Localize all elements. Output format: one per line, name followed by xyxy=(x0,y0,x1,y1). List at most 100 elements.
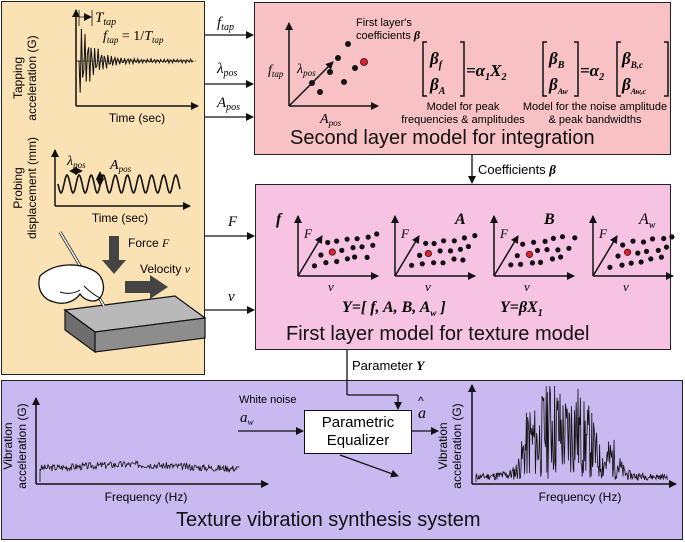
right-spectrum-ylabel-2: acceleration (G) xyxy=(450,403,464,488)
force-arrow xyxy=(102,236,126,274)
mini-plot-point xyxy=(658,254,665,260)
mini-plot-point xyxy=(440,260,446,266)
mini-plot-point xyxy=(437,248,443,254)
second-point xyxy=(309,80,315,86)
mini-plot-point xyxy=(559,234,566,240)
second-point xyxy=(341,79,347,85)
force-label: Force F xyxy=(128,236,170,250)
second-layer-title: Second layer model for integration xyxy=(290,127,595,149)
mini-plot-point xyxy=(529,260,536,266)
mini-plot-f-label: F xyxy=(303,226,313,241)
eq2-bracket-right xyxy=(574,41,579,97)
eq1-beta-f: βf xyxy=(429,49,444,71)
mini-plot-point xyxy=(352,254,358,260)
mini-plot-point xyxy=(472,233,478,239)
mini-plot-point xyxy=(447,248,454,254)
mini-plot-point xyxy=(566,245,572,251)
second-point xyxy=(352,65,358,71)
probing-ylabel-1: Probing xyxy=(11,167,25,208)
mini-plot-point xyxy=(628,260,634,266)
tapping-xlabel: Time (sec) xyxy=(109,111,165,125)
parametric-equalizer-box: Parametric Equalizer xyxy=(304,410,412,454)
left-spectrum-xlabel: Frequency (Hz) xyxy=(105,490,188,504)
eq1-beta-a: βA xyxy=(429,75,446,97)
mini-plot-point xyxy=(364,254,370,260)
mini-plot-v-label: v xyxy=(524,279,530,294)
second-layer-panel xyxy=(254,2,671,155)
synthesized-spectrum xyxy=(475,385,668,482)
second-point xyxy=(317,89,323,95)
eq2-rhs: =α2 xyxy=(580,61,604,83)
mini-plot-point xyxy=(451,238,457,244)
right-spectrum-ylabel-1: Vibration xyxy=(436,422,450,469)
mini-plot-point xyxy=(370,242,376,248)
mini-plot-point xyxy=(520,241,526,247)
mini-plot-point xyxy=(648,256,654,262)
mini-plot-point xyxy=(615,253,621,259)
mini-plot-point xyxy=(630,238,636,244)
mini-plot-diag-axis xyxy=(394,235,420,277)
mini-plot-point xyxy=(457,246,463,252)
second-layer-content: ftap λpos Apos First layer's coefficient… xyxy=(268,17,669,128)
mini-plot-point xyxy=(451,256,457,262)
eq1-bracket-left xyxy=(422,41,427,97)
mini-plot-diag-axis xyxy=(592,235,618,277)
callout-line2: coefficients β xyxy=(356,28,421,42)
mini-plot-point xyxy=(465,243,471,250)
mini-plot-point xyxy=(431,240,437,247)
mini-plot-diag-axis xyxy=(493,235,519,277)
mini-plot-point xyxy=(365,234,371,240)
eq2-mat-top: βB,c xyxy=(621,49,643,70)
equation-1: βf βA =α1X2 Model for peak frequencies &… xyxy=(401,41,525,126)
lambda-pos-arrow-label: λpos xyxy=(216,61,238,79)
force-input-label: F xyxy=(227,214,238,230)
first-layer-title: First layer model for texture model xyxy=(286,323,590,345)
mini-plot-point xyxy=(424,249,432,258)
parameter-label: Parameter Y xyxy=(352,358,425,373)
synthesis-title: Texture vibration synthesis system xyxy=(176,509,481,531)
caption-2-line2: & peak bandwidths xyxy=(549,114,642,126)
mini-plot-point xyxy=(542,238,548,244)
right-spectrum-xlabel: Frequency (Hz) xyxy=(539,490,622,504)
second-point xyxy=(335,55,341,61)
hand-finger xyxy=(83,285,101,299)
mini-plot-point xyxy=(514,253,520,259)
mini-plot-point xyxy=(461,235,467,241)
synthesis-content: Vibration acceleration (G) Frequency (Hz… xyxy=(1,384,677,504)
mini-plot-point xyxy=(431,260,437,266)
second-point xyxy=(345,41,351,47)
mini-plot-v-label: v xyxy=(623,279,629,294)
mini-plot-f-label: F xyxy=(499,226,509,241)
mini-plot: FvA xyxy=(391,211,478,294)
mini-plot-point xyxy=(334,258,340,265)
mini-plot-point xyxy=(655,247,661,253)
eq2-beta-aw: βAw xyxy=(548,75,568,96)
hand-knuckle xyxy=(59,289,81,294)
first-layer-equations: Y=[ f, A, B, Aw ] Y=βX1 xyxy=(342,299,543,319)
left-spectrum-ylabel-1: Vibration xyxy=(1,422,15,469)
mini-plot-point xyxy=(663,244,670,250)
mini-plot-point xyxy=(344,236,350,242)
mini-plot-point xyxy=(607,264,613,270)
mini-plot-point xyxy=(441,238,447,244)
mini-plot-point xyxy=(419,261,425,267)
mini-plot-point xyxy=(525,250,534,258)
mini-plot-point xyxy=(323,260,329,266)
mini-plot-point xyxy=(555,247,561,253)
mini-plot-point xyxy=(620,242,626,248)
a-hat-caret: ^ xyxy=(418,394,424,408)
mini-plot-point xyxy=(635,250,641,256)
mini-plot-point xyxy=(508,262,514,268)
left-spectrum-ylabel-2: acceleration (G) xyxy=(15,403,29,488)
mini-plot-point xyxy=(417,252,423,258)
eq2-bracket-left xyxy=(542,41,547,97)
mini-plot-point xyxy=(544,247,550,253)
a-hat-label: a xyxy=(418,405,426,422)
mini-plot-point xyxy=(649,236,656,242)
mini-plot-f-label: F xyxy=(598,226,608,241)
mini-plot-point xyxy=(423,240,429,246)
mini-plot-point xyxy=(643,248,650,254)
aw-label: aw xyxy=(240,410,254,427)
